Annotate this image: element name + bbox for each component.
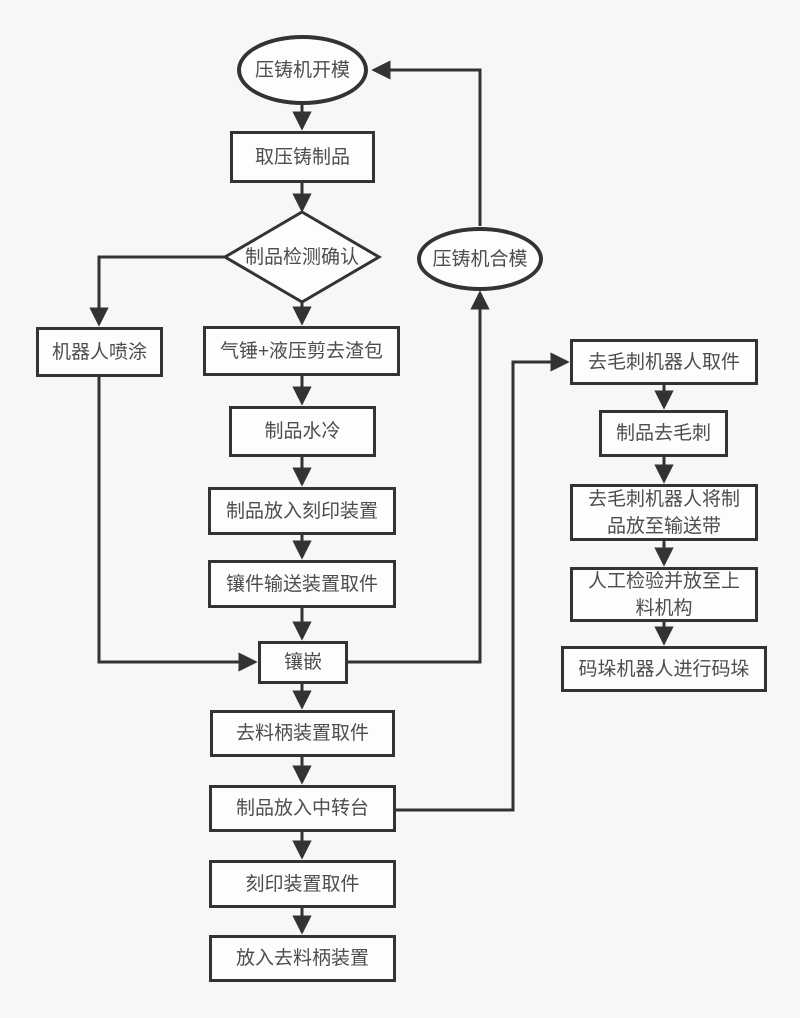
- node-close-mold: 压铸机合模: [417, 227, 543, 291]
- node-water-cool: 制品水冷: [229, 406, 376, 457]
- node-insert: 镶嵌: [258, 641, 348, 684]
- node-transfer-table: 制品放入中转台: [209, 785, 396, 832]
- node-engraving-pick: 刻印装置取件: [209, 860, 396, 908]
- node-trim-slag: 气锤+液压剪去渣包: [203, 326, 400, 376]
- edge-insert-to-close-mold: [348, 290, 490, 664]
- edge-inspect-to-robot-spray: [89, 255, 225, 327]
- edge-transfer-table-to-deburr-robot-pick: [396, 352, 570, 812]
- node-manual-inspect: 人工检验并放至上料机构: [570, 567, 758, 622]
- decision-diamond-shape: [222, 210, 382, 304]
- node-place-engraving: 制品放入刻印装置: [208, 487, 396, 535]
- edge-robot-spray-to-insert: [97, 377, 258, 672]
- node-insert-conveyor-pick: 镶件输送装置取件: [208, 560, 396, 608]
- node-open-mold: 压铸机开模: [237, 35, 368, 105]
- node-take-product: 取压铸制品: [230, 131, 375, 183]
- node-deburr-to-conveyor: 去毛刺机器人将制品放至输送带: [570, 484, 758, 541]
- node-inspect-label: 制品检测确认: [244, 246, 359, 268]
- node-deburr-robot-pick: 去毛刺机器人取件: [570, 339, 758, 385]
- node-place-sprue-removal: 放入去料柄装置: [209, 935, 396, 982]
- edge-close-mold-to-open-mold: [371, 60, 482, 226]
- node-robot-spray: 机器人喷涂: [36, 327, 163, 377]
- node-palletize: 码垛机器人进行码垛: [561, 646, 767, 692]
- node-sprue-removal-pick: 去料柄装置取件: [210, 710, 395, 757]
- node-deburr: 制品去毛刺: [599, 410, 728, 457]
